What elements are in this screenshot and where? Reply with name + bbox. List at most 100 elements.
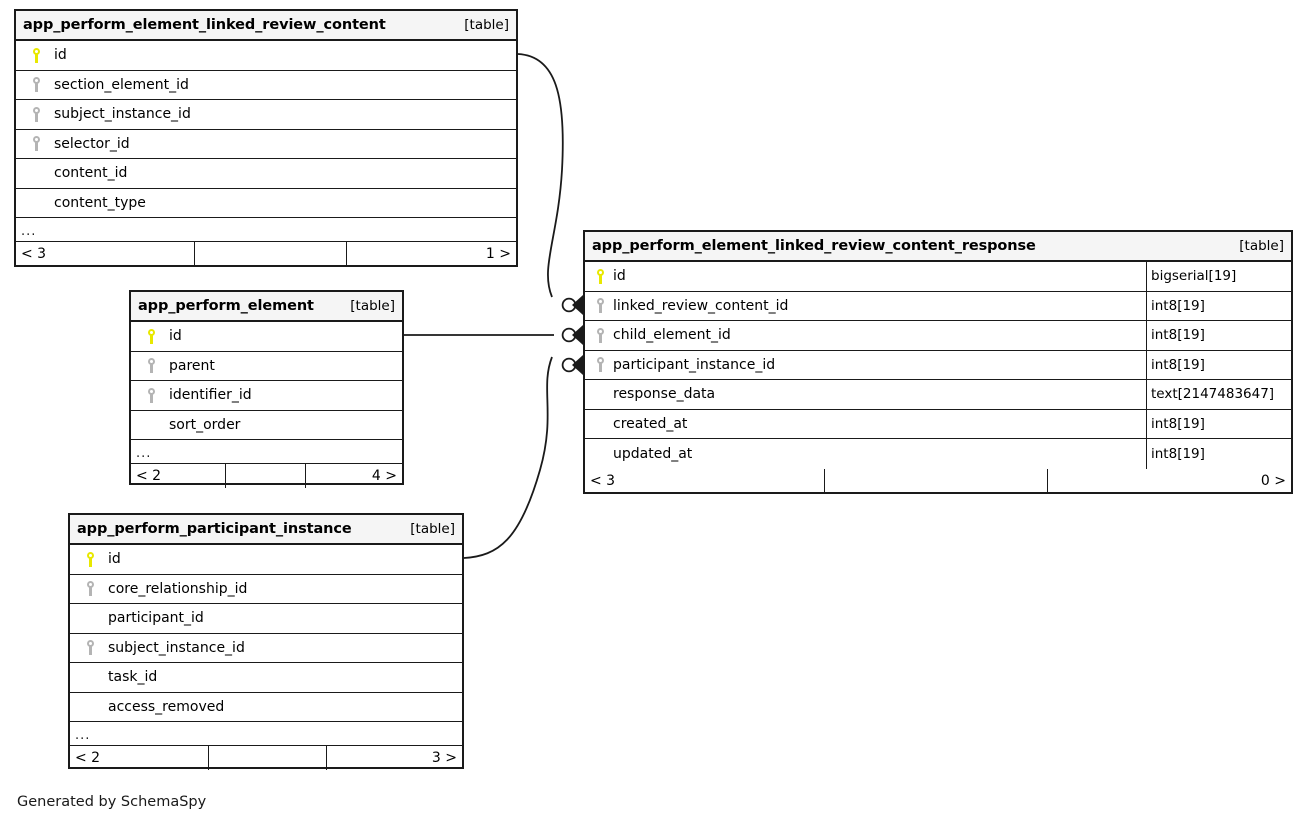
- edge-endpoint-child-element: [561, 325, 583, 345]
- column-row[interactable]: participant_id: [70, 604, 462, 634]
- column-name-cell: created_at: [585, 416, 1146, 432]
- table-columns: id core_relationship_id participant_id s…: [70, 545, 462, 746]
- column-type: int8[19]: [1146, 439, 1291, 469]
- primary-key-icon: [137, 328, 167, 344]
- column-label: task_id: [108, 669, 158, 686]
- column-row[interactable]: participant_instance_id int8[19]: [585, 350, 1291, 380]
- column-row[interactable]: id: [16, 41, 516, 71]
- foreign-key-icon: [137, 358, 167, 374]
- column-type: int8[19]: [1146, 409, 1291, 438]
- column-row[interactable]: id bigserial[19]: [585, 262, 1291, 292]
- footer-children-count[interactable]: 0 >: [1260, 472, 1286, 489]
- column-row[interactable]: id: [131, 322, 402, 352]
- column-row[interactable]: access_removed: [70, 693, 462, 722]
- table-type-tag: [table]: [464, 17, 509, 33]
- column-name-cell: content_type: [16, 195, 516, 211]
- column-name-cell: id: [70, 551, 462, 567]
- foreign-key-icon: [76, 640, 106, 656]
- column-type: int8[19]: [1146, 350, 1291, 379]
- edge-participant-instance-to-response: [463, 356, 553, 559]
- table-header: app_perform_element [table]: [131, 292, 402, 322]
- column-name-cell: updated_at: [585, 446, 1146, 462]
- footer-parents-count[interactable]: < 2: [70, 746, 209, 770]
- foreign-key-icon: [591, 327, 611, 343]
- table-footer: < 3 0 >: [585, 468, 1291, 493]
- column-row[interactable]: updated_at int8[19]: [585, 439, 1291, 469]
- column-name-cell: subject_instance_id: [16, 106, 516, 122]
- foreign-key-icon: [22, 106, 52, 122]
- table-header: app_perform_element_linked_review_conten…: [16, 11, 516, 41]
- column-label: parent: [169, 357, 215, 374]
- edge-endpoint-linked-review-content: [561, 295, 583, 315]
- column-row[interactable]: subject_instance_id: [16, 100, 516, 130]
- column-name-cell: subject_instance_id: [70, 640, 462, 656]
- table-app-perform-element[interactable]: app_perform_element [table] id parent id…: [129, 290, 404, 488]
- column-type: bigserial[19]: [1146, 262, 1291, 291]
- footer-middle: [195, 242, 347, 266]
- table-title: app_perform_participant_instance: [77, 521, 352, 537]
- primary-key-icon: [76, 551, 106, 567]
- table-type-tag: [table]: [350, 298, 395, 314]
- column-name-cell: task_id: [70, 669, 462, 685]
- table-header: app_perform_participant_instance [table]: [70, 515, 462, 545]
- table-app-perform-element-linked-review-content[interactable]: app_perform_element_linked_review_conten…: [14, 9, 518, 267]
- footer-parents-count[interactable]: < 2: [131, 464, 226, 488]
- column-row[interactable]: response_data text[2147483647]: [585, 380, 1291, 410]
- footer-children-count[interactable]: 1 >: [485, 246, 511, 262]
- more-columns-indicator: ...: [70, 722, 462, 746]
- table-footer: < 2 4 >: [131, 464, 402, 488]
- table-header: app_perform_element_linked_review_conten…: [585, 232, 1291, 262]
- column-label: updated_at: [613, 445, 693, 462]
- edge-endpoint-participant-instance: [561, 355, 583, 375]
- column-row[interactable]: id: [70, 545, 462, 575]
- column-type: text[2147483647]: [1146, 380, 1291, 409]
- column-row[interactable]: identifier_id: [131, 381, 402, 411]
- column-name-cell: access_removed: [70, 699, 462, 715]
- column-label: identifier_id: [169, 387, 252, 404]
- column-row[interactable]: selector_id: [16, 130, 516, 159]
- column-name-cell: child_element_id: [585, 327, 1146, 343]
- column-name-cell: identifier_id: [131, 387, 402, 403]
- column-label: access_removed: [108, 698, 225, 715]
- footer-children-count[interactable]: 3 >: [431, 750, 457, 766]
- table-app-perform-participant-instance[interactable]: app_perform_participant_instance [table]…: [68, 513, 464, 770]
- column-name-cell: parent: [131, 358, 402, 374]
- foreign-key-icon: [76, 581, 106, 597]
- column-name-cell: participant_instance_id: [585, 357, 1146, 373]
- column-name-cell: section_element_id: [16, 77, 516, 93]
- column-row[interactable]: task_id: [70, 663, 462, 693]
- footer-middle: [226, 464, 306, 488]
- column-name-cell: content_id: [16, 165, 516, 181]
- table-columns: id parent identifier_id sort_order: [131, 322, 402, 464]
- footer-parents-count[interactable]: < 3: [16, 242, 195, 266]
- column-label: section_element_id: [54, 76, 189, 93]
- table-title: app_perform_element: [138, 298, 314, 314]
- table-type-tag: [table]: [410, 521, 455, 537]
- table-columns: id section_element_id subject_instance_i…: [16, 41, 516, 242]
- footer-middle: [209, 746, 327, 770]
- foreign-key-icon: [22, 136, 52, 152]
- edge-linked-review-content-to-response: [517, 53, 564, 298]
- footer-children-count[interactable]: 4 >: [371, 468, 397, 484]
- column-row[interactable]: linked_review_content_id int8[19]: [585, 291, 1291, 321]
- column-label: created_at: [613, 415, 688, 432]
- column-row[interactable]: section_element_id: [16, 71, 516, 100]
- foreign-key-icon: [591, 298, 611, 314]
- column-row[interactable]: created_at int8[19]: [585, 409, 1291, 439]
- footer-parents-count[interactable]: < 3: [585, 468, 825, 493]
- column-label: core_relationship_id: [108, 580, 248, 597]
- column-label: subject_instance_id: [108, 639, 245, 656]
- table-footer: < 2 3 >: [70, 746, 462, 770]
- column-row[interactable]: core_relationship_id: [70, 575, 462, 604]
- footer-middle: [825, 468, 1048, 493]
- table-app-perform-element-linked-review-content-response[interactable]: app_perform_element_linked_review_conten…: [583, 230, 1293, 494]
- column-row[interactable]: parent: [131, 352, 402, 381]
- foreign-key-icon: [591, 357, 611, 373]
- column-row[interactable]: content_id: [16, 159, 516, 189]
- column-row[interactable]: sort_order: [131, 411, 402, 440]
- column-row[interactable]: content_type: [16, 189, 516, 218]
- column-label: content_type: [54, 194, 146, 211]
- table-title: app_perform_element_linked_review_conten…: [592, 238, 1036, 254]
- column-row[interactable]: child_element_id int8[19]: [585, 321, 1291, 351]
- column-row[interactable]: subject_instance_id: [70, 634, 462, 663]
